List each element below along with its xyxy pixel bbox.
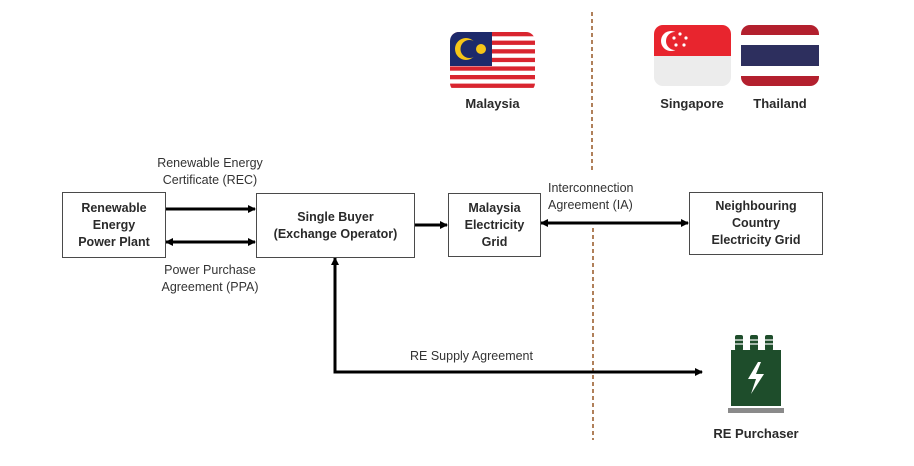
node-re-power-plant: Renewable Energy Power Plant <box>62 192 166 258</box>
ppa-label: Power Purchase Agreement (PPA) <box>161 263 259 294</box>
node-neighbour-grid-label: Neighbouring Country Electricity Grid <box>711 199 801 247</box>
node-single-buyer-label: Single Buyer (Exchange Operator) <box>273 209 398 241</box>
rec-label: Renewable Energy Certificate (REC) <box>157 156 263 187</box>
node-neighbour-grid: Neighbouring Country Electricity Grid <box>689 192 823 255</box>
singapore-flag-icon <box>654 25 731 86</box>
thailand-flag-icon <box>741 25 819 86</box>
node-re-power-plant-label: Renewable Energy Power Plant <box>78 200 150 249</box>
node-single-buyer: Single Buyer (Exchange Operator) <box>256 193 415 258</box>
singapore-label: Singapore <box>660 96 724 111</box>
malaysia-flag-icon <box>450 32 535 92</box>
re-supply-label: RE Supply Agreement <box>410 349 533 363</box>
thailand-label: Thailand <box>753 96 807 111</box>
malaysia-label: Malaysia <box>465 96 520 111</box>
transformer-icon <box>728 335 784 413</box>
ia-label: Interconnection Agreement (IA) <box>548 181 634 212</box>
re-purchaser-label: RE Purchaser <box>713 426 799 441</box>
re-supply-arrow <box>331 257 703 376</box>
node-malaysia-grid-label: Malaysia Electricity Grid <box>464 200 525 249</box>
node-malaysia-grid: Malaysia Electricity Grid <box>448 193 541 257</box>
